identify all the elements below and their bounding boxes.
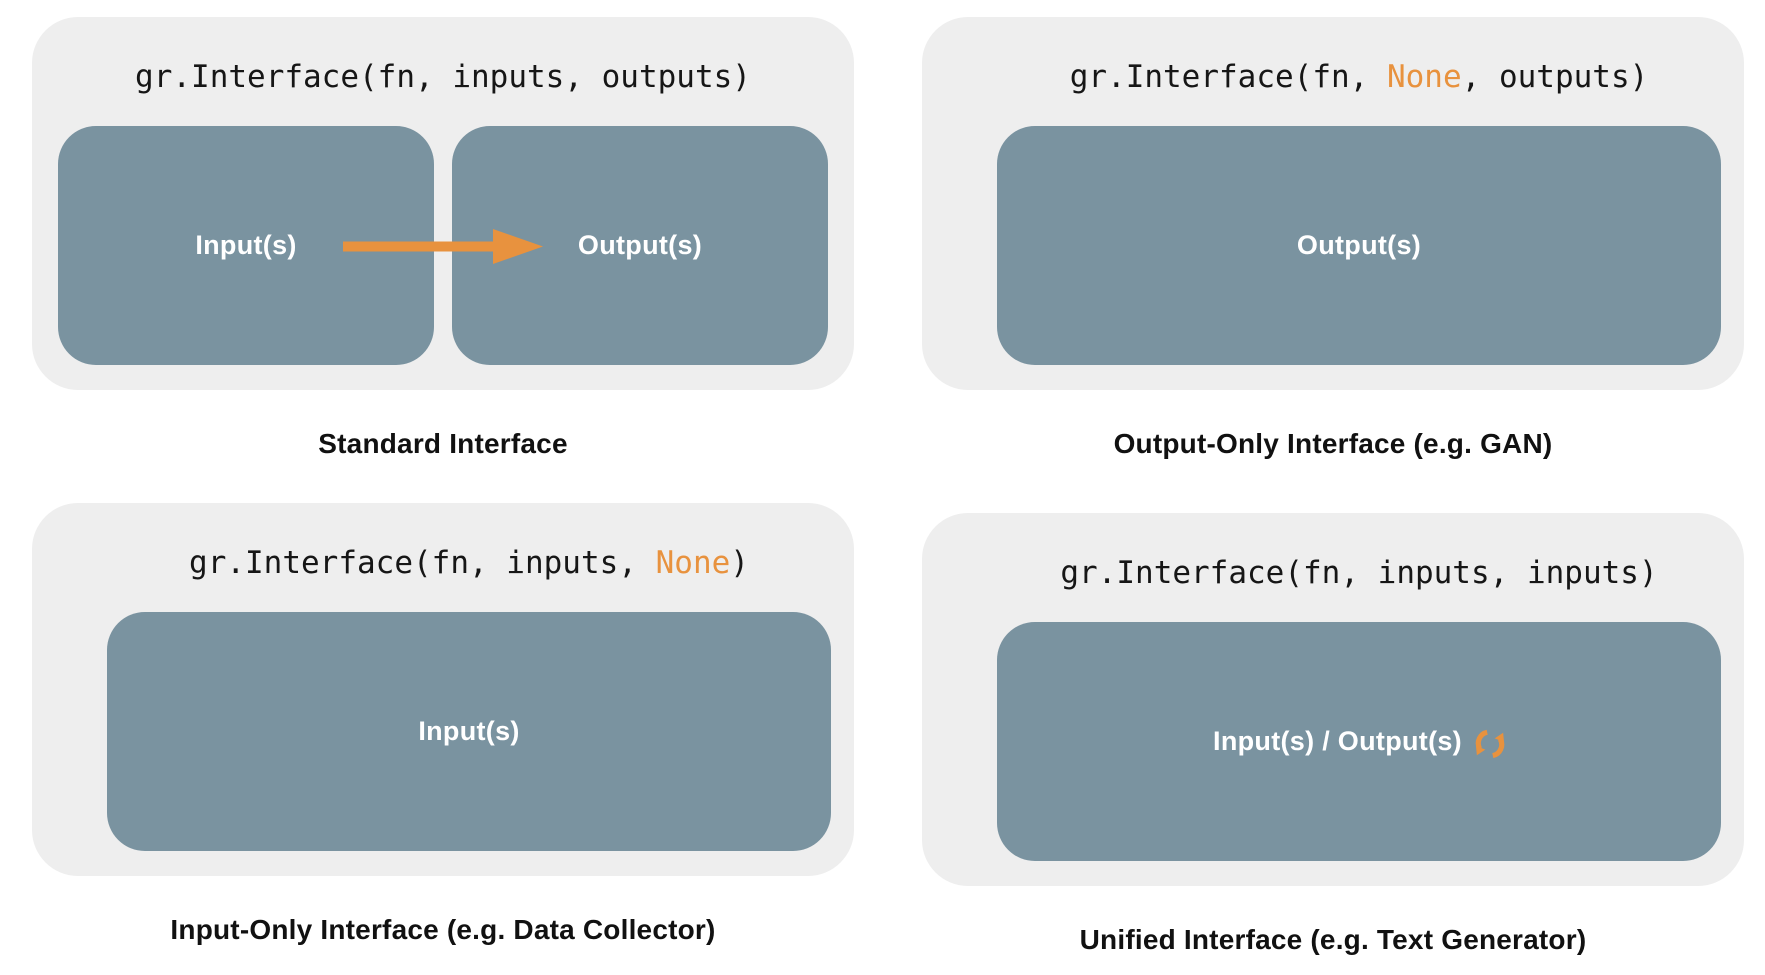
code-line-output-only: gr.Interface(fn, None, outputs): [997, 17, 1721, 126]
input-box-label: Input(s): [195, 230, 297, 260]
code-none-highlight: None: [655, 544, 731, 581]
panel-unified-interface: gr.Interface(fn, inputs, inputs) Input(s…: [922, 513, 1744, 956]
caption-unified: Unified Interface (e.g. Text Generator): [1079, 924, 1587, 955]
box-row-unified: Input(s) / Output(s): [997, 622, 1721, 861]
panel-card-output-only: gr.Interface(fn, None, outputs) Output(s…: [922, 17, 1744, 390]
code-text-post: ): [730, 544, 749, 581]
output-box: Output(s): [997, 126, 1721, 365]
panel-standard-interface: gr.Interface(fn, inputs, outputs) Input(…: [32, 17, 854, 460]
output-box-label: Output(s): [1296, 230, 1422, 260]
code-text: gr.Interface(fn, inputs, outputs): [135, 58, 751, 95]
panel-input-only-interface: gr.Interface(fn, inputs, None) Input(s) …: [32, 503, 854, 946]
input-output-box: Input(s) / Output(s): [997, 622, 1721, 861]
output-box-label: Output(s): [577, 230, 703, 260]
panel-output-only-interface: gr.Interface(fn, None, outputs) Output(s…: [922, 17, 1744, 460]
caption-standard: Standard Interface: [318, 428, 568, 459]
code-text: gr.Interface(fn,: [1069, 58, 1387, 95]
right-arrow-icon: [343, 228, 543, 264]
code-text-post: , outputs): [1461, 58, 1649, 95]
caption-input-only: Input-Only Interface (e.g. Data Collecto…: [170, 914, 716, 945]
box-row-input-only: Input(s): [107, 612, 831, 851]
code-line-unified: gr.Interface(fn, inputs, inputs): [997, 513, 1721, 622]
code-line-input-only: gr.Interface(fn, inputs, None): [107, 503, 831, 612]
box-row-standard: Input(s) Output(s): [58, 126, 828, 365]
input-output-box-label: Input(s) / Output(s): [1213, 726, 1462, 756]
code-text: gr.Interface(fn, inputs, inputs): [1060, 554, 1658, 591]
input-box: Input(s): [107, 612, 831, 851]
box-row-output-only: Output(s): [997, 126, 1721, 365]
panel-card-standard: gr.Interface(fn, inputs, outputs) Input(…: [32, 17, 854, 390]
panel-card-unified: gr.Interface(fn, inputs, inputs) Input(s…: [922, 513, 1744, 886]
input-box-label: Input(s): [418, 716, 520, 746]
code-text: gr.Interface(fn, inputs,: [189, 544, 656, 581]
code-none-highlight: None: [1386, 58, 1462, 95]
code-line-standard: gr.Interface(fn, inputs, outputs): [58, 17, 828, 126]
caption-output-only: Output-Only Interface (e.g. GAN): [1113, 428, 1553, 459]
panel-card-input-only: gr.Interface(fn, inputs, None) Input(s): [32, 503, 854, 876]
sync-icon: [1475, 729, 1505, 758]
